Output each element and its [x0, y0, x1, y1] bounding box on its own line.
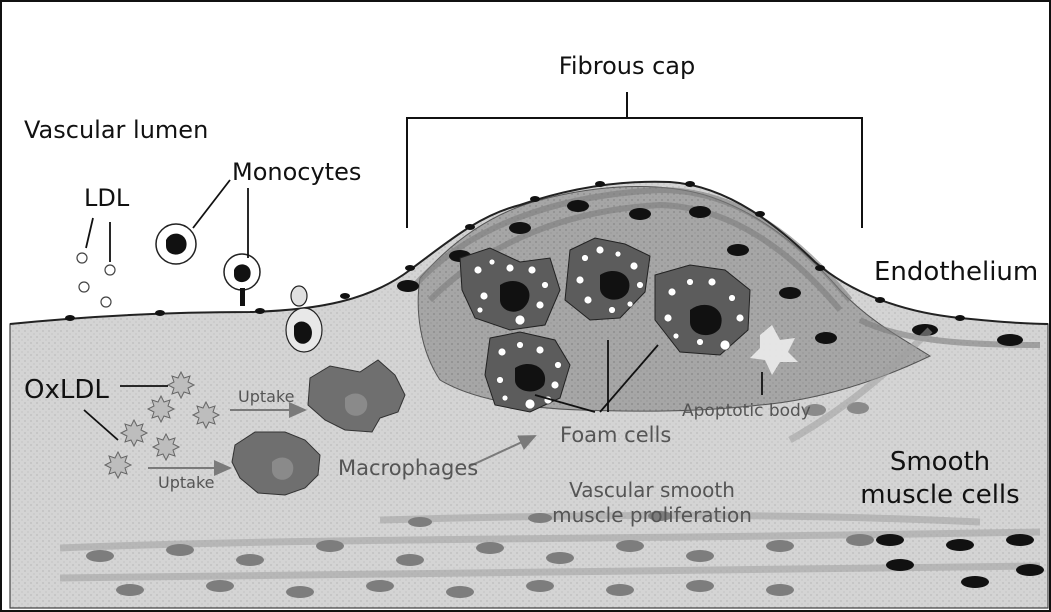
vsm-proliferation-label-line1: Vascular smooth [569, 478, 735, 502]
macrophages-label: Macrophages [338, 456, 478, 480]
monocyte-free [156, 224, 196, 264]
vsm-proliferation-label-line2: muscle proliferation [552, 503, 752, 527]
uptake-label-lower: Uptake [158, 473, 214, 492]
oxldl-label: OxLDL [24, 375, 109, 405]
smooth-muscle-label-line2: muscle cells [860, 480, 1019, 510]
fibrous-cap-label: Fibrous cap [559, 52, 695, 80]
foam-cell [460, 248, 560, 330]
apoptotic-body-label: Apoptotic body [682, 401, 811, 421]
monocytes-label: Monocytes [232, 158, 361, 186]
endothelium-label: Endothelium [874, 257, 1038, 287]
vascular-lumen-label: Vascular lumen [24, 116, 208, 144]
ldl-label: LDL [84, 184, 130, 212]
smooth-muscle-label-line1: Smooth [890, 447, 990, 477]
uptake-label-upper: Uptake [238, 387, 294, 406]
foam-cells-label: Foam cells [560, 423, 671, 447]
